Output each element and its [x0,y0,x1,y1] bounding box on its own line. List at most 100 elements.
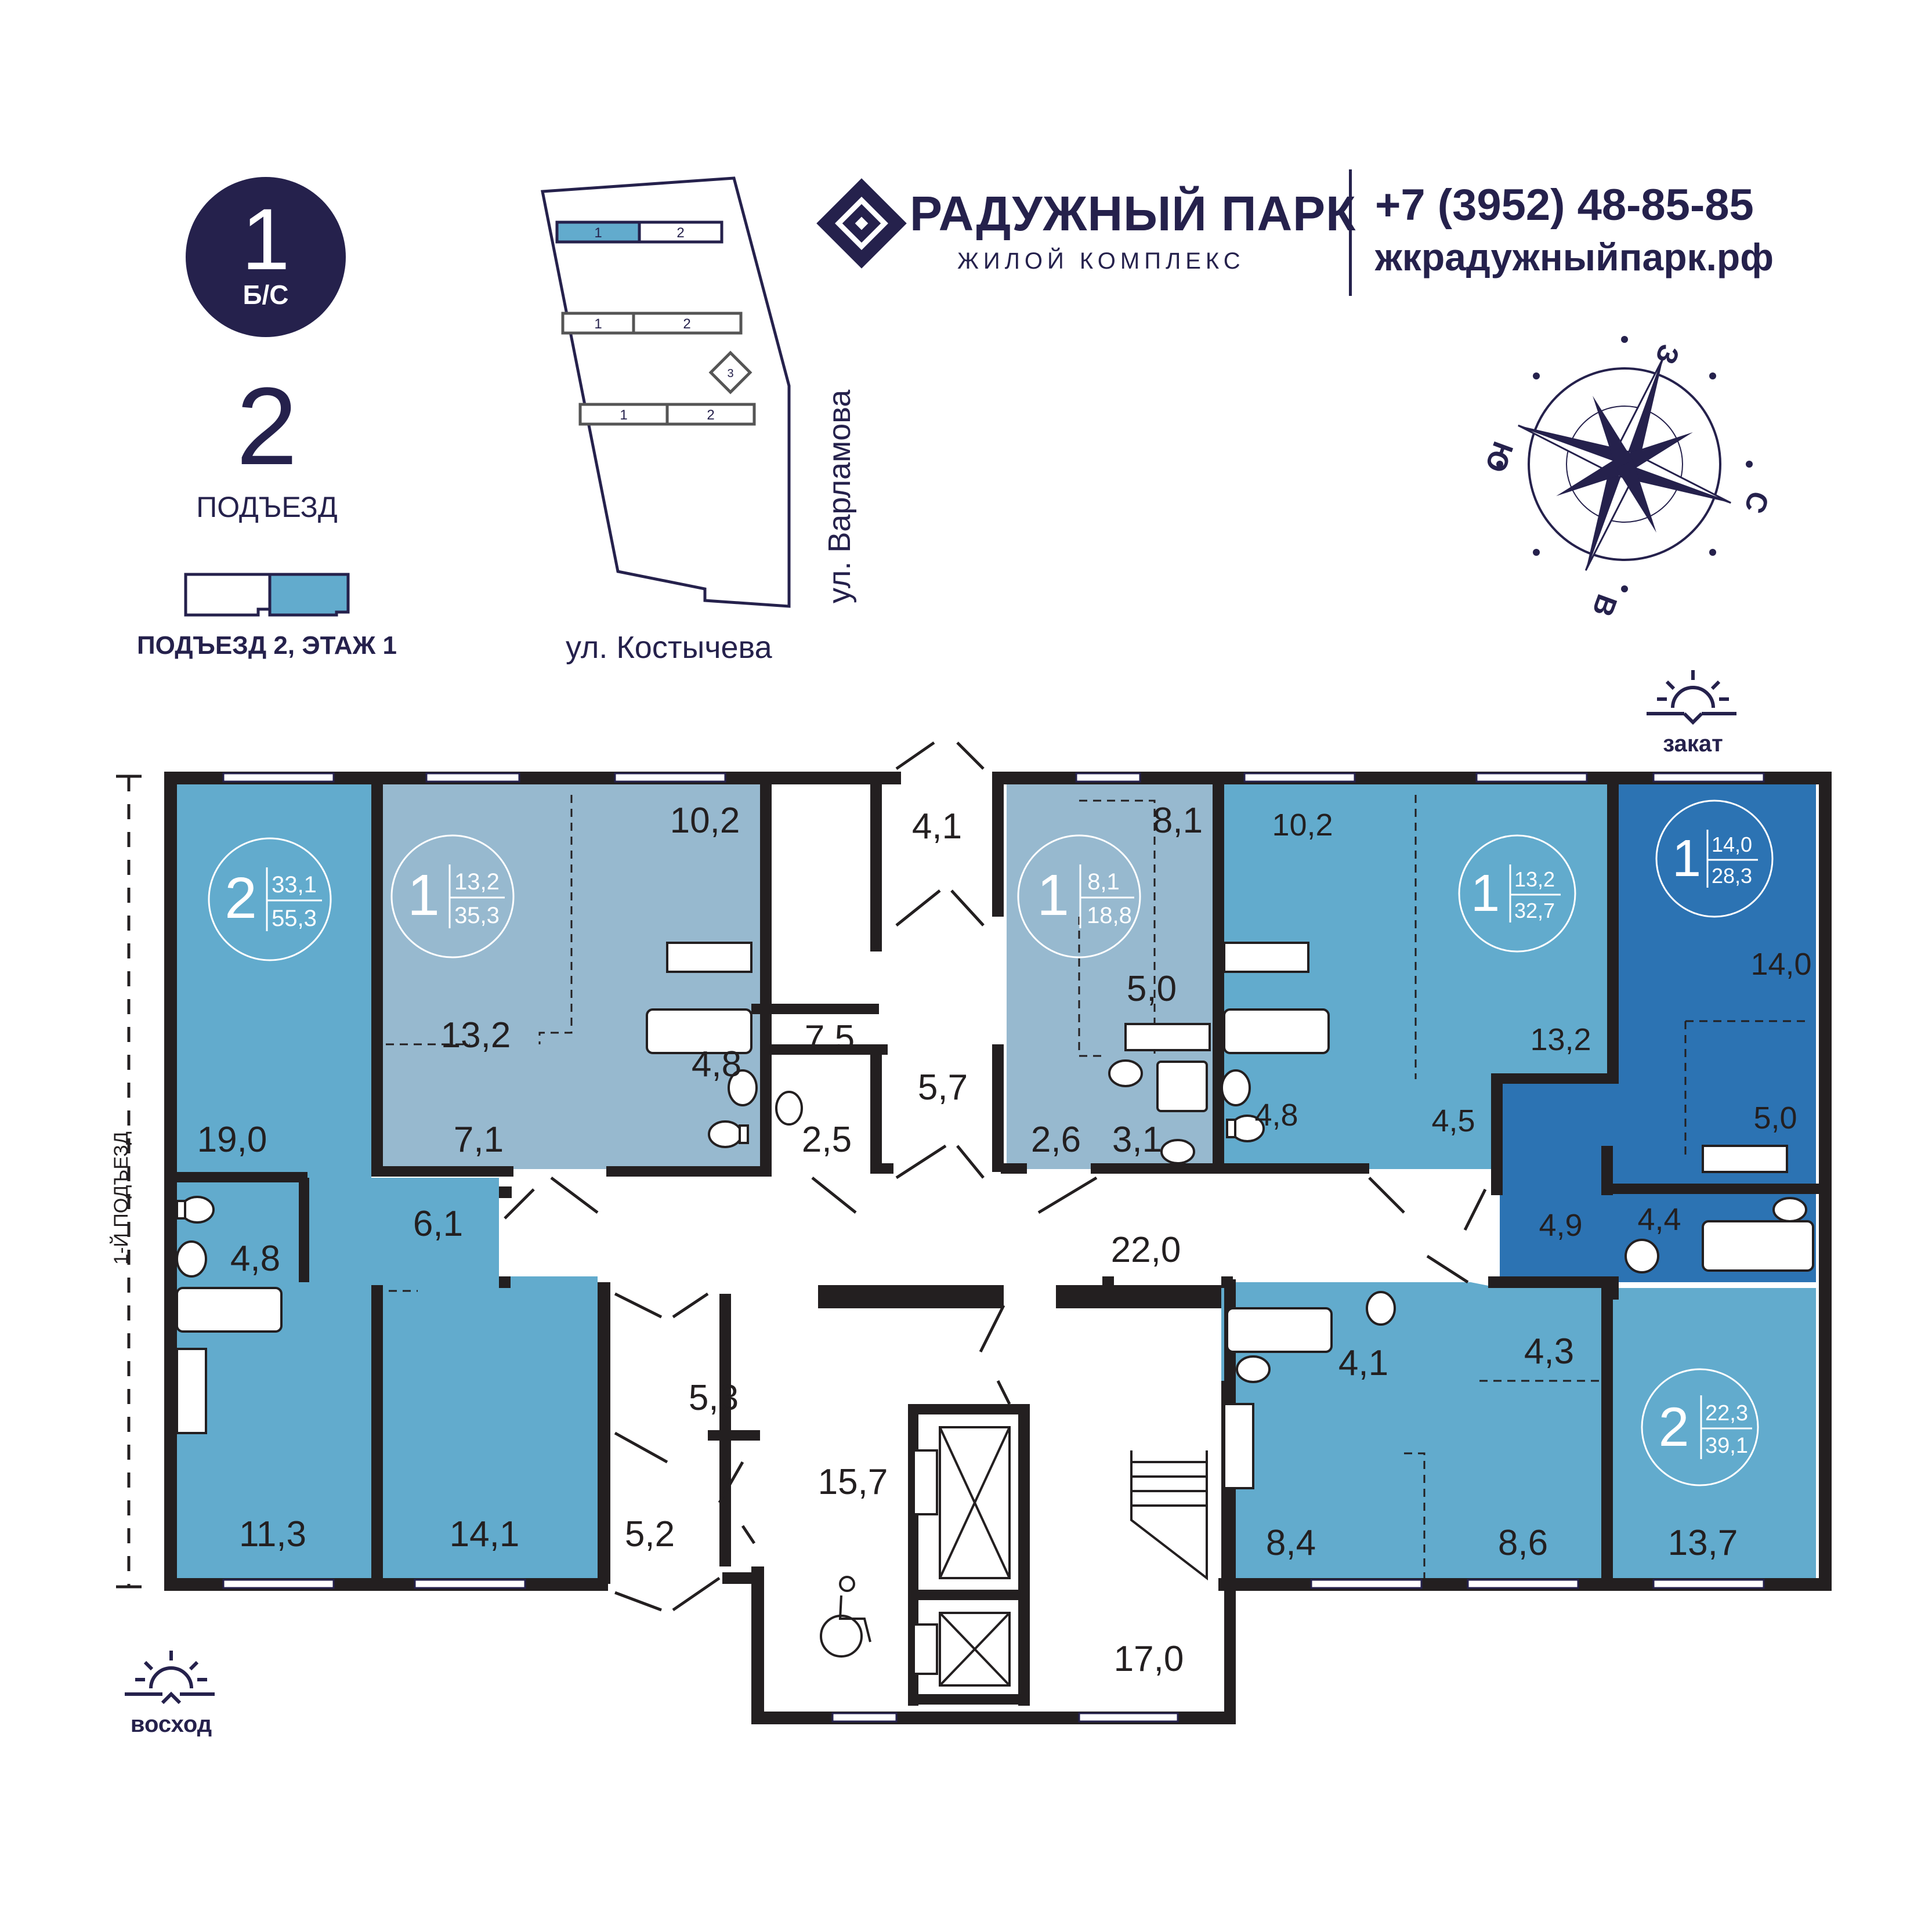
apartment-rooms: 1 [407,863,440,928]
accessible-icon [820,1576,871,1658]
room-area: 4,8 [692,1044,741,1084]
entrance-legend-icon [184,573,350,617]
room-area: 4,5 [1431,1104,1475,1138]
room-area: 4,9 [1539,1208,1582,1243]
bathtub-icons [176,1008,1814,1353]
compass-north: С [1738,487,1775,518]
apartment-rooms: 1 [1471,864,1500,922]
apartment-rooms: 1 [1672,830,1701,888]
brand-name: РАДУЖНЫЙ ПАРК [910,186,1356,241]
room-area: 2,5 [802,1120,852,1160]
site-marker: 1 [594,225,602,241]
compass-west: З [1649,341,1685,369]
room-area: 13,2 [1530,1022,1591,1057]
apartment-living-area: 13,2 [1514,867,1555,891]
floor-plan: 2 33,1 55,3 1 13,2 35,3 1 8,1 18,8 [164,741,1832,1724]
apartment-living-area: 22,3 [1705,1401,1748,1426]
apartment-6-area [1221,1282,1816,1581]
apartment-badge: 1 13,2 32,7 [1458,834,1576,953]
apartment-badge: 2 33,1 55,3 [208,837,332,961]
room-area: 6,1 [413,1204,463,1244]
apartment-1-area [171,783,598,1581]
room-area: 2,6 [1031,1120,1081,1160]
site-building-2 [561,312,743,335]
apartment-rooms: 2 [1659,1396,1689,1458]
apartment-badge: 1 8,1 18,8 [1017,834,1141,958]
apartment-2-area [380,783,760,1169]
room-area: 4,8 [230,1239,280,1279]
website-link[interactable]: жкрадужныйпарк.рф [1375,236,1774,278]
site-building-1 [555,220,723,244]
compass-south: Ю [1479,437,1519,477]
compass-east: В [1586,590,1623,621]
room-area: 11,3 [239,1514,306,1554]
apartment-rooms: 1 [1037,863,1069,928]
site-marker: 1 [594,316,602,332]
apartment-total-area: 55,3 [272,906,317,931]
room-area: 3,1 [1112,1120,1162,1160]
building-badge: 1 Б/С [186,177,346,337]
room-area: 8,6 [1498,1523,1548,1563]
sunset-icon [1647,670,1736,725]
room-area: 4,4 [1637,1202,1681,1237]
entrance-label: ПОДЪЕЗД [196,491,338,523]
apartment-badges: 2 33,1 55,3 1 13,2 35,3 1 8,1 18,8 [208,799,1774,1486]
site-map: 1 2 1 2 3 1 2 ул. Варламова [540,176,857,608]
site-building-3-marker [708,350,752,395]
room-area: 19,0 [197,1120,267,1160]
room-area: 13,2 [441,1015,511,1055]
room-area: 5,7 [918,1068,968,1108]
apartment-total-area: 18,8 [1087,903,1132,928]
room-area: 22,0 [1111,1230,1181,1270]
compass-rose-icon: З С В Ю [1479,336,1775,621]
apartment-living-area: 8,1 [1087,869,1120,895]
first-entrance-label: 1-Й ПОДЪЕЗД [110,1131,132,1265]
room-area: 4,1 [912,806,962,846]
site-marker: 2 [683,316,690,332]
sunrise-label: восход [131,1712,212,1737]
room-area: 5,0 [1753,1101,1797,1135]
room-area: 8,4 [1266,1523,1316,1563]
door-swings [504,741,1487,1612]
apartment-total-area: 35,3 [454,903,500,928]
site-marker: 1 [620,407,627,423]
street-right-label: ул. Варламова [822,389,857,603]
room-area: 10,2 [670,801,740,841]
room-area: 13,7 [1668,1523,1738,1563]
room-area: 17,0 [1114,1639,1184,1679]
elevator-icons [913,1426,1011,1687]
brand-subtitle: ЖИЛОЙ КОМПЛЕКС [957,248,1245,274]
room-area: 7,5 [805,1018,855,1058]
building-sub: Б/С [243,280,289,310]
brand-logo-icon [816,178,907,269]
sunset-label: закат [1663,731,1723,757]
first-entrance-marker: 1-Й ПОДЪЕЗД [110,775,142,1589]
room-area: 5,2 [625,1514,675,1554]
room-area: 4,1 [1338,1343,1388,1383]
apartment-total-area: 28,3 [1712,864,1752,888]
room-area: 4,8 [1254,1098,1298,1133]
room-area: 10,2 [1272,808,1333,842]
apartment-total-area: 39,1 [1705,1434,1748,1458]
street-bottom-label: ул. Костычева [566,630,772,665]
site-marker: 2 [707,407,714,423]
room-area: 14,1 [450,1514,520,1554]
site-marker: 3 [727,367,733,380]
room-area: 15,7 [818,1462,888,1502]
staircase-icon [1130,1450,1208,1581]
site-marker: 2 [676,225,684,241]
room-area: 8,1 [1153,801,1203,841]
room-area: 5,0 [1127,969,1177,1009]
phone-link[interactable]: +7 (3952) 48-85-85 [1375,180,1754,230]
room-area: 5,3 [689,1378,739,1418]
apartment-living-area: 14,0 [1712,833,1752,856]
fixture-icons [176,942,1807,1489]
apartment-total-area: 32,7 [1514,899,1555,922]
building-number: 1 [241,190,290,288]
sunrise-icon [125,1651,215,1705]
dashed-partitions [386,795,1810,1578]
apartment-badge: 1 13,2 35,3 [390,834,515,958]
site-building-4 [578,403,756,426]
apartment-rooms: 2 [225,866,257,931]
apartment-living-area: 33,1 [272,872,317,898]
